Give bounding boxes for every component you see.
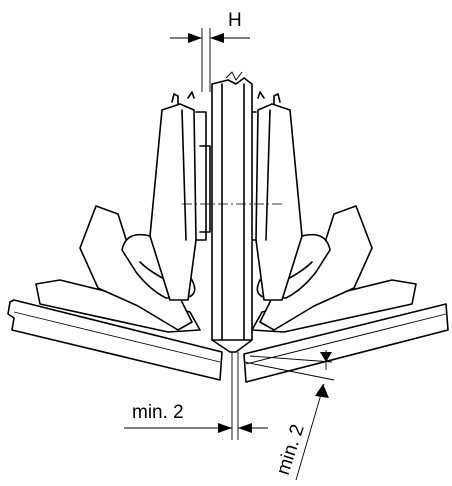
dimension-offset-diagonal-label: min. 2 — [273, 422, 309, 478]
dimension-gap-bottom — [124, 352, 268, 440]
dimension-h — [170, 28, 250, 92]
dimension-h-label: H — [228, 10, 242, 31]
dimension-offset-diagonal — [243, 350, 335, 481]
center-panel — [211, 71, 253, 353]
right-door-panel — [243, 303, 449, 383]
right-hinge — [251, 91, 417, 333]
dimension-gap-bottom-label: min. 2 — [132, 402, 184, 423]
left-hinge — [35, 91, 201, 333]
left-door-panel — [7, 299, 223, 381]
